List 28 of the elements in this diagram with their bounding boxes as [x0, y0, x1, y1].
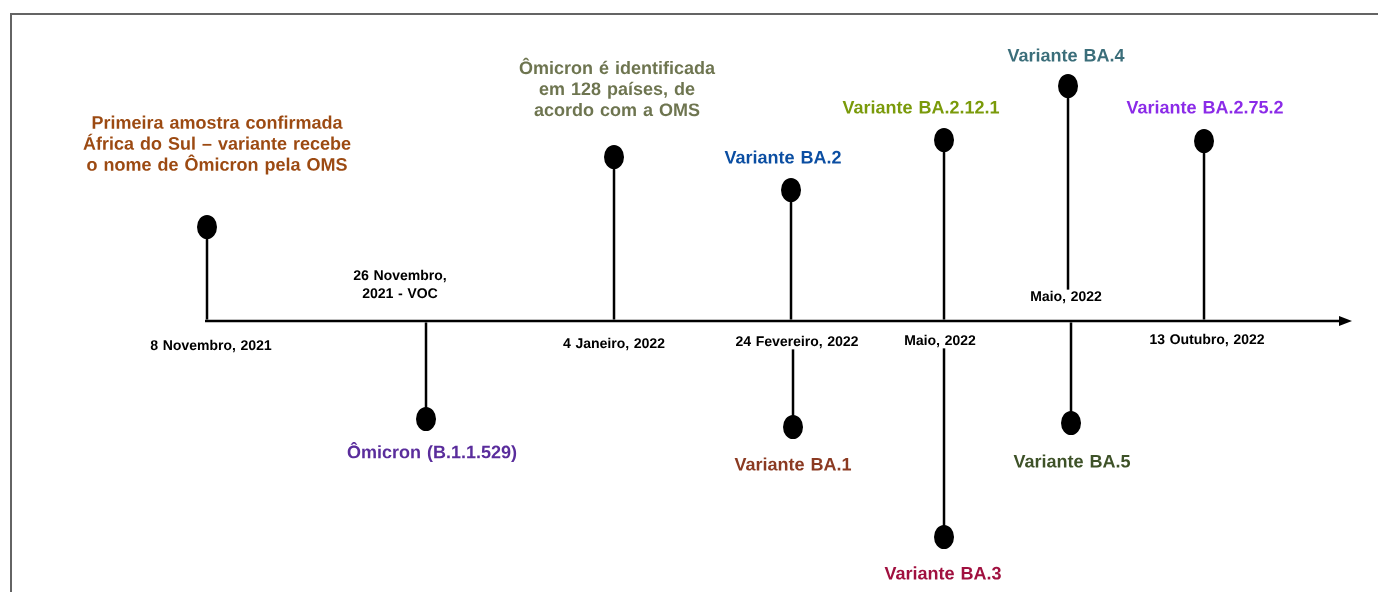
event-label: Variante BA.3 [884, 566, 1001, 580]
stem-marker [197, 215, 217, 320]
timeline-axis [205, 316, 1352, 326]
stem-marker [1058, 74, 1078, 290]
date-label: 26 Novembro, 2021 - VOC [353, 269, 446, 299]
event-label: Variante BA.1 [734, 457, 852, 471]
stem-marker [1061, 322, 1081, 435]
date-label: 4 Janeiro, 2022 [563, 337, 665, 351]
date-label: 24 Fevereiro, 2022 [736, 335, 858, 349]
event-label: Variante BA.4 [1007, 48, 1125, 62]
stem-marker [604, 145, 624, 320]
event-label: Variante BA.2 [724, 150, 841, 164]
date-label: 13 Outubro, 2022 [1150, 333, 1264, 347]
event-label: Ômicron é identificada em 128 países, de acordo com a OMS [519, 57, 716, 117]
stem-marker [934, 128, 954, 320]
date-label: Maio, 2022 [1031, 290, 1102, 304]
event-label: Variante BA.2.12.1 [842, 100, 1000, 114]
event-label: Variante BA.2.75.2 [1126, 100, 1283, 114]
stem-marker [1194, 129, 1214, 320]
event-label: Variante BA.5 [1013, 454, 1131, 468]
stem-marker [781, 178, 801, 320]
event-label: Primeira amostra confirmada África do Sul – variante recebe o nome de Ômicron pela OMS [83, 115, 351, 175]
stem-marker [416, 322, 436, 431]
stem-marker [934, 348, 954, 549]
event-label: Ômicron (B.1.1.529) [347, 442, 517, 462]
date-label: 8 Novembro, 2021 [150, 339, 272, 353]
stem-marker [783, 349, 803, 439]
date-label: Maio, 2022 [905, 334, 976, 348]
